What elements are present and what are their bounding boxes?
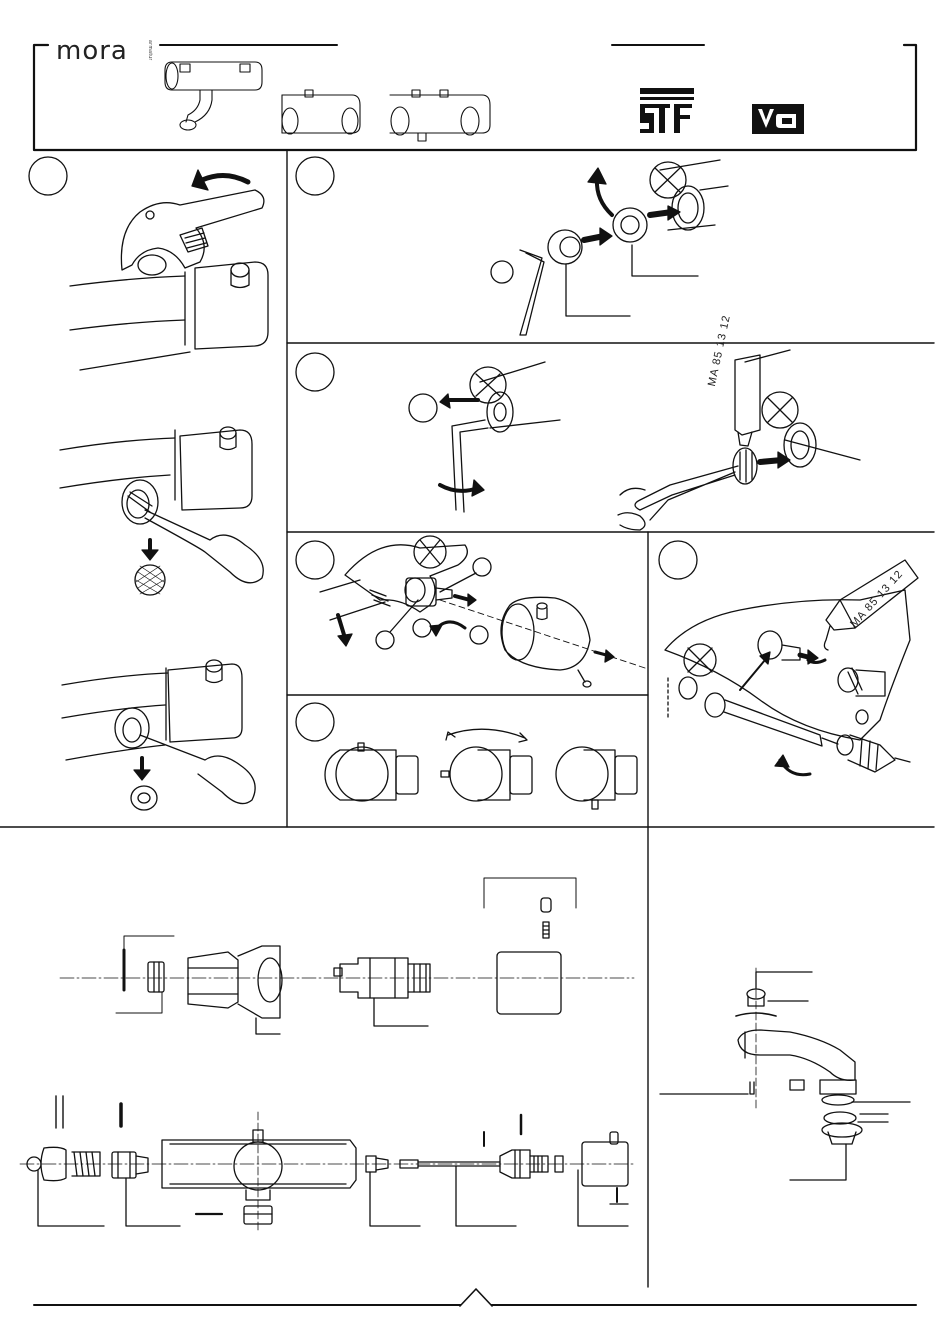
va-logo [752,104,804,134]
grease-tube-icon [735,355,760,435]
footer [34,1289,916,1306]
step-circle-5 [296,703,334,741]
exploded-view-cartridge [60,878,634,1034]
panel-4-cartridge-unscrew [320,536,645,687]
pliers-icon [635,466,738,520]
rotate-arrow-icon [202,175,248,182]
stf-logo [640,88,694,133]
hex-key-icon [520,250,544,335]
product-thumbnail-shower-mixer [282,90,360,134]
header-frame [34,45,916,150]
handle-position-3 [556,747,637,809]
warning-triangle-icon [460,1289,492,1306]
handle-position-2 [441,729,532,801]
handle-position-1 [325,743,418,801]
exploded-view-spout [660,968,910,1180]
panel-1-filter-removal [62,660,255,810]
panel-1-wrench-loosen [70,170,268,370]
step-circle-2 [296,157,334,195]
exploded-view-mixer [20,1096,634,1230]
panel-3-seat-greasing [409,350,860,530]
panel-grid [0,150,934,1287]
step-circle-3 [296,353,334,391]
step-circle-6 [659,541,697,579]
panel-2-seat-removal [491,160,728,335]
step-circle-1 [29,157,67,195]
step-circle-4 [296,541,334,579]
product-thumbnail-bath-mixer [390,90,490,141]
product-thumbnail-spout-mixer [165,62,262,130]
panel-1-strainer-removal [60,427,263,595]
panel-5-handle-positions [325,729,637,809]
